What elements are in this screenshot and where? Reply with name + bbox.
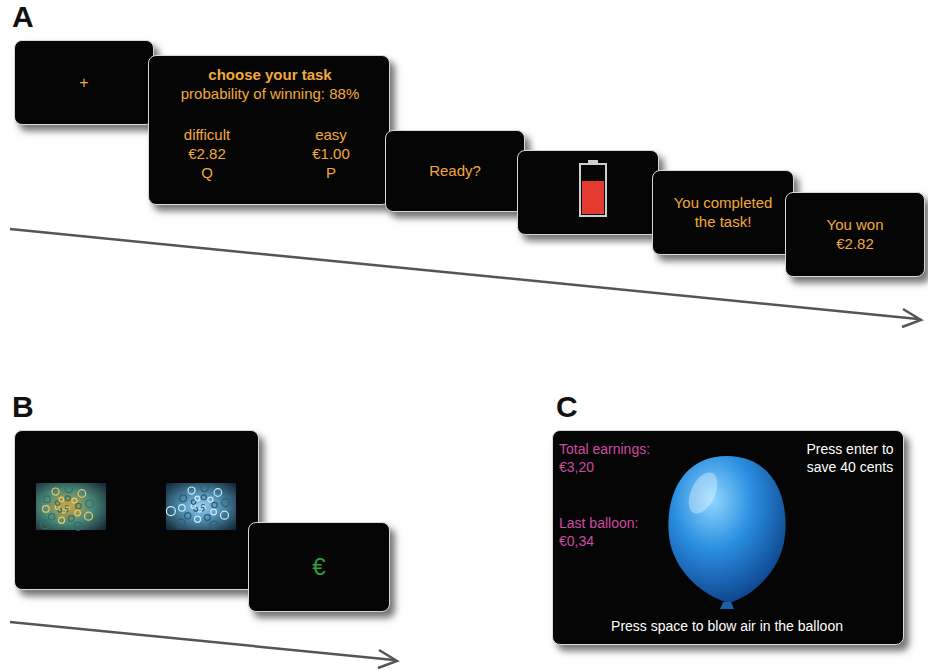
fractal-dot: [201, 495, 206, 500]
fractal-dot: [179, 505, 186, 512]
balloon-screen: Total earnings:€3,20Last balloon:€0,34Pr…: [552, 430, 904, 645]
fractal-dot: [204, 515, 210, 521]
fractal-dot: [52, 488, 59, 495]
balloon-label: Last balloon:: [559, 515, 638, 533]
euro-symbol: €: [312, 552, 325, 582]
choice-screen: choose your taskprobability of winning: …: [148, 55, 390, 205]
feedback-text: You completed the task!: [663, 194, 783, 232]
balloon-amount: €0,34: [559, 533, 594, 551]
fractal-dot: [212, 502, 217, 507]
fractal-dot: [211, 509, 217, 515]
response-key: Q: [201, 164, 213, 183]
completion-screen: You completed the task!: [652, 170, 794, 255]
fractal-dot: [220, 511, 228, 519]
fractal-dot: [180, 495, 187, 502]
panel-letter: A: [12, 0, 34, 34]
battery-icon: [518, 151, 658, 234]
option-label: difficult: [184, 126, 230, 145]
panel-letter: B: [12, 390, 34, 424]
reward-screen: €: [248, 522, 390, 612]
fractal-dot: [41, 520, 50, 529]
instruction-text: Press space to blow air in the balloon: [611, 618, 843, 636]
ready-screen: Ready?: [385, 130, 525, 212]
option-reward: €1.00: [312, 145, 350, 164]
fractal-images: [15, 431, 258, 589]
fractal-dot: [210, 521, 218, 529]
feedback-text: You won: [827, 216, 884, 235]
timeline-line: [10, 622, 394, 660]
instruction-text: Press enter to save 40 cents: [802, 441, 898, 476]
response-key: P: [326, 164, 336, 183]
fractal-dot: [177, 519, 186, 528]
option-label: easy: [315, 126, 347, 145]
probability-text: probability of winning: 88%: [181, 85, 359, 104]
fractal-dot: [43, 506, 50, 513]
fractal-dot: [76, 503, 81, 508]
fractal-dot: [86, 500, 94, 508]
fractal-dot: [191, 500, 195, 504]
fractal-dot: [208, 497, 213, 502]
screen-title: choose your task: [208, 66, 331, 85]
battery-screen: [517, 150, 659, 235]
fixation-cross: +: [79, 73, 88, 93]
prompt-text: Ready?: [429, 162, 481, 181]
fractal-dot: [185, 513, 191, 519]
panel-letter: C: [556, 390, 578, 424]
earnings-label: Total earnings:: [559, 441, 650, 459]
fractal-dot: [55, 501, 59, 505]
fractal-dot: [44, 496, 51, 503]
fractal-dot: [84, 512, 92, 520]
outcome-screen: You won€2.82: [785, 192, 925, 277]
reward-amount: €2.82: [836, 235, 874, 254]
earnings-amount: €3,20: [559, 459, 594, 477]
fractal-dot: [194, 516, 200, 522]
fractal-dot: [214, 489, 222, 497]
fractal-dot: [195, 496, 200, 501]
fractal-dot: [74, 522, 82, 530]
fractal-dot: [222, 499, 230, 507]
image-choice-screen: [14, 430, 259, 590]
arrow-head: [902, 309, 921, 327]
fractal-dot: [78, 490, 86, 498]
fractal-dot: [49, 514, 55, 520]
fractal-dot: [59, 497, 64, 502]
fractal-dot: [65, 485, 72, 492]
fractal-dot: [166, 507, 175, 516]
fractal-dot: [72, 498, 77, 503]
arrow-head: [378, 650, 397, 668]
fractal-dot: [188, 487, 195, 494]
option-reward: €2.82: [188, 145, 226, 164]
fractal-dot: [58, 517, 64, 523]
fixation-screen: +: [14, 40, 154, 125]
fractal-dot: [201, 484, 208, 491]
fractal-dot: [65, 496, 70, 501]
fractal-dot: [68, 516, 74, 522]
fractal-dot: [75, 510, 81, 516]
